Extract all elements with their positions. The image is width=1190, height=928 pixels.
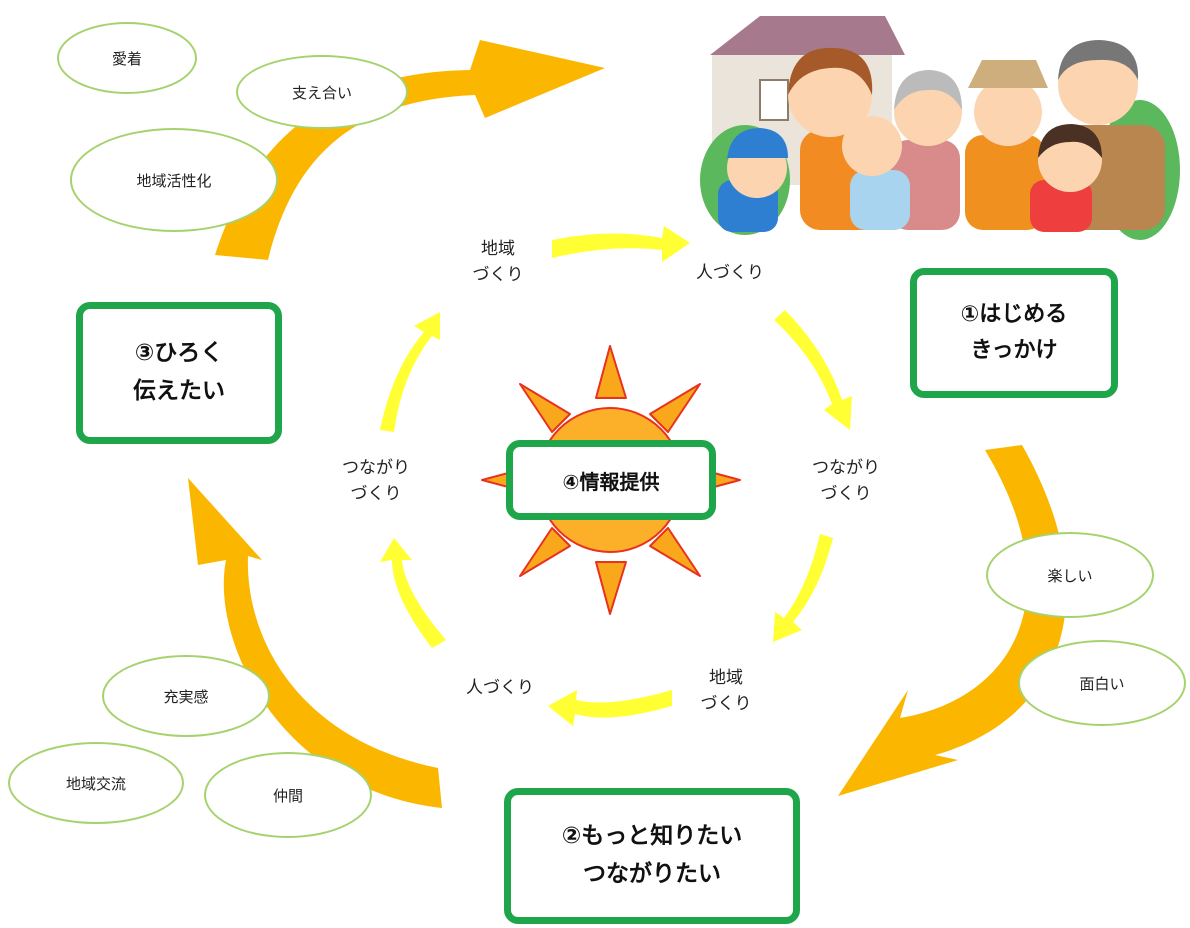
bubble-nakama: 仲間 [204,752,372,838]
step1-line2: きっかけ [970,338,1058,363]
label-right-line1: つながり [812,458,880,478]
bubble-kasseika: 地域活性化 [70,128,278,232]
step3-line1: ③ひろく [134,340,224,367]
step4-line1: ④情報提供 [562,469,660,494]
step2-line2: つながりたい [583,861,721,887]
step4-box: ④情報提供 [506,440,716,520]
label-top-left-line2: づくり [472,265,524,286]
label-left: つながり づくり [326,455,426,508]
outer-arrow-right [838,445,1067,796]
label-right-line2: づくり [820,484,872,505]
label-bottom-left-line1: 人づくり [466,678,534,698]
house-window [759,79,789,121]
step2-line1: ②もっと知りたい [561,823,743,850]
inner-arrow-4 [548,690,672,726]
step1-line1: ①はじめる [960,301,1068,327]
step3-line2: 伝えたい [133,378,225,404]
inner-arrow-2 [774,310,852,430]
inner-arrow-3 [773,534,833,642]
bubble-omoshiroi: 面白い [1018,640,1186,726]
label-top-left: 地域 づくり [458,236,538,289]
label-bottom-right-line1: 地域 [709,668,743,688]
label-top-right-line1: 人づくり [696,263,764,283]
label-bottom-left: 人づくり [450,675,550,701]
bubble-chiikikoryu: 地域交流 [8,742,184,824]
label-right: つながり づくり [796,455,896,508]
label-top-left-line1: 地域 [481,239,515,259]
house-roof [710,16,905,55]
label-left-line2: づくり [350,484,402,505]
outer-arrow-bottom [188,478,442,808]
label-bottom-right: 地域 づくり [686,665,766,718]
bubble-aichaku: 愛着 [57,22,197,94]
step3-box: ③ひろく 伝えたい [76,302,282,444]
inner-arrow-1 [552,226,690,262]
inner-arrow-5 [380,538,446,648]
bubble-sasaeai: 支え合い [236,55,408,129]
label-bottom-right-line2: づくり [700,694,752,715]
step2-box: ②もっと知りたい つながりたい [504,788,800,924]
outer-arrow-top [215,40,605,260]
outer-arrows [188,40,1067,808]
step1-box: ①はじめる きっかけ [910,268,1118,398]
inner-arrow-6 [380,312,440,432]
bubble-tanoshii: 楽しい [986,532,1154,618]
family-illustration [700,16,1180,240]
label-left-line1: つながり [342,458,410,478]
label-top-right: 人づくり [680,260,780,286]
bubble-jujitsukan: 充実感 [102,655,270,737]
inner-arrows [380,226,852,726]
